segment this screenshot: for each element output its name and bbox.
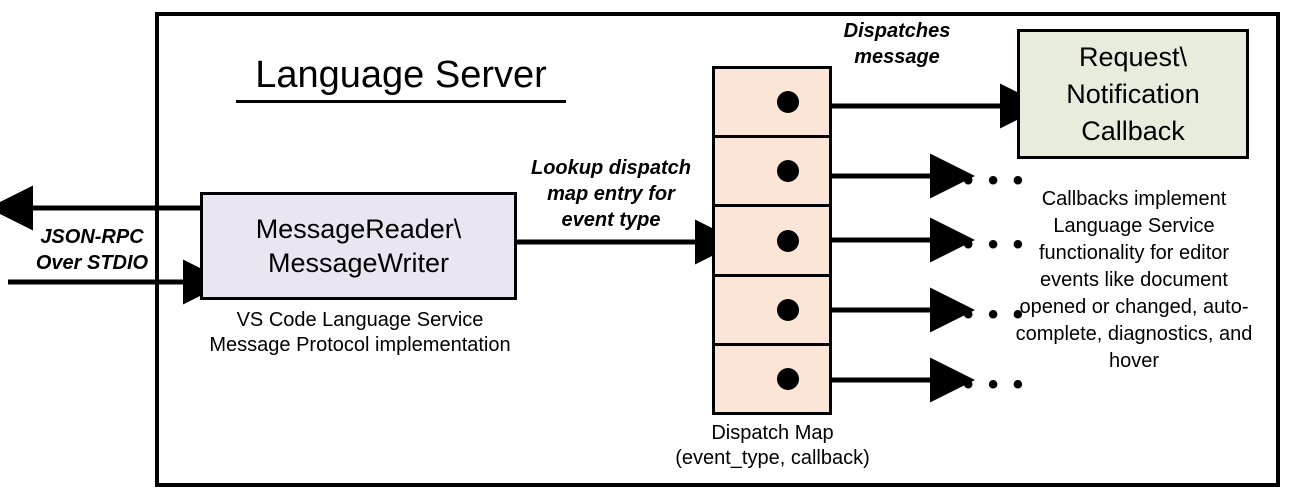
dispatch-map-row[interactable] bbox=[715, 138, 829, 208]
dispatch-map-row[interactable] bbox=[715, 207, 829, 277]
request-notification-callback-box[interactable]: Request\ Notification Callback bbox=[1017, 29, 1249, 159]
message-reader-writer-box[interactable]: MessageReader\ MessageWriter bbox=[200, 192, 517, 300]
dispatch-map-row[interactable] bbox=[715, 69, 829, 139]
ellipsis-row-2: • • • bbox=[963, 164, 1027, 197]
ellipsis-row-5: • • • bbox=[963, 368, 1027, 401]
dispatch-caption-line2: (event_type, callback) bbox=[675, 447, 870, 469]
callback-line3: Callback bbox=[1081, 115, 1185, 146]
language-server-boundary bbox=[155, 12, 1280, 487]
jsonrpc-label-line1: JSON-RPC bbox=[40, 226, 144, 248]
callback-pointer-dot bbox=[777, 367, 799, 390]
lookup-label-line3: event type bbox=[561, 209, 661, 231]
dispatch-map-row[interactable] bbox=[715, 346, 829, 412]
edge-label-jsonrpc: JSON-RPC Over STDIO bbox=[22, 224, 162, 276]
reader-writer-caption-line2: Message Protocol implementation bbox=[209, 334, 511, 356]
callback-caption: Callbacks implement Language Service fun… bbox=[1015, 188, 1253, 372]
reader-writer-line2: MessageWriter bbox=[267, 248, 450, 278]
message-reader-writer-caption: VS Code Language Service Message Protoco… bbox=[190, 308, 530, 358]
callback-pointer-dot bbox=[777, 91, 799, 114]
edge-label-lookup-dispatch: Lookup dispatch map entry for event type bbox=[516, 155, 706, 233]
reader-writer-caption-line1: VS Code Language Service bbox=[236, 309, 484, 331]
dispatches-label-line2: message bbox=[854, 46, 940, 68]
dispatch-map-caption: Dispatch Map (event_type, callback) bbox=[640, 421, 905, 471]
callback-pointer-dot bbox=[777, 229, 799, 252]
jsonrpc-label-line2: Over STDIO bbox=[35, 252, 149, 274]
callback-pointer-dot bbox=[777, 298, 799, 321]
lookup-label-line1: Lookup dispatch bbox=[531, 157, 691, 179]
page-title: Language Server bbox=[236, 52, 566, 103]
dispatch-map-row[interactable] bbox=[715, 277, 829, 346]
callback-line1: Request\ bbox=[1078, 41, 1188, 72]
callback-line2: Notification bbox=[1066, 78, 1200, 109]
dispatch-map-table[interactable] bbox=[712, 66, 832, 415]
dispatches-label-line1: Dispatches bbox=[843, 20, 951, 42]
lookup-label-line2: map entry for bbox=[547, 183, 675, 205]
callback-pointer-dot bbox=[777, 160, 799, 183]
edge-label-dispatches-message: Dispatches message bbox=[832, 18, 962, 70]
reader-writer-line1: MessageReader\ bbox=[255, 214, 462, 244]
dispatch-caption-line1: Dispatch Map bbox=[711, 422, 834, 444]
